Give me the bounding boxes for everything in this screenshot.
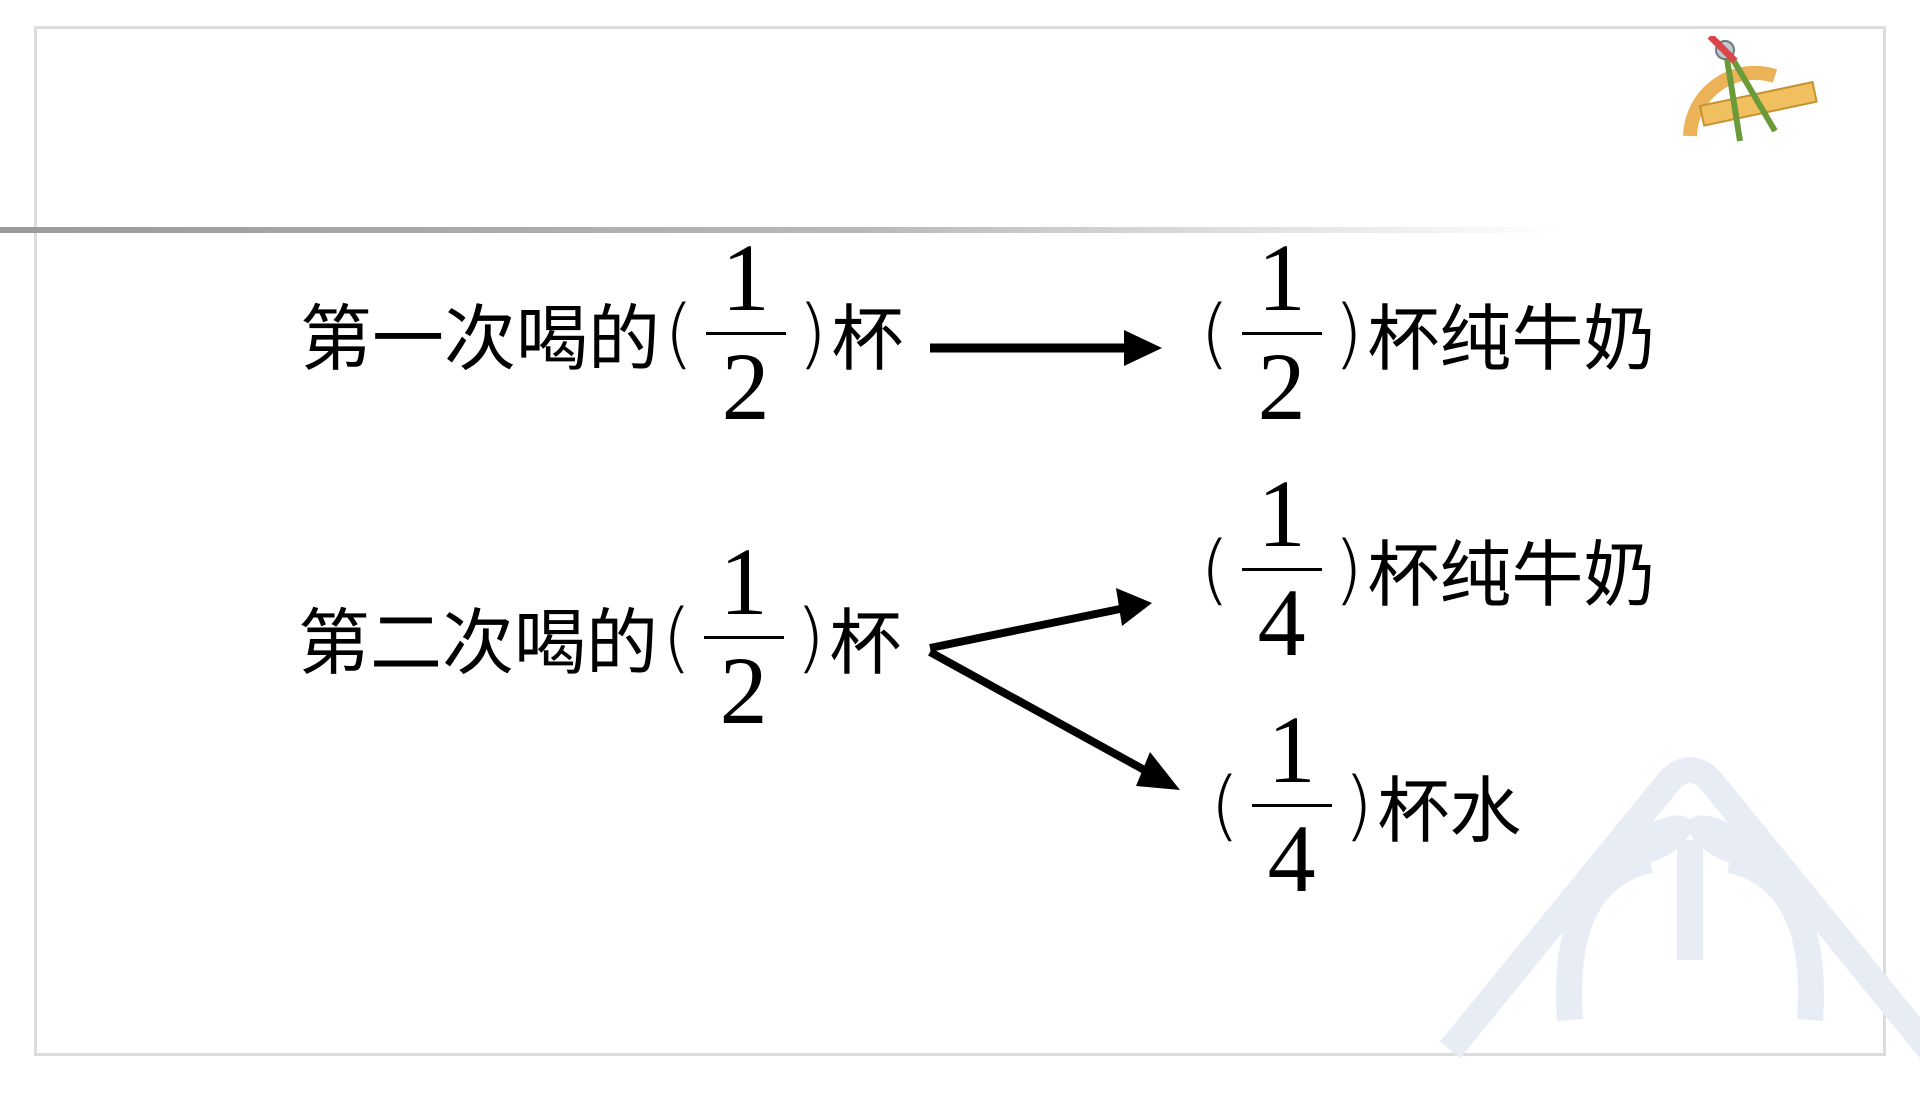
fraction-bar bbox=[1241, 332, 1322, 335]
open-paren: ( bbox=[1210, 760, 1240, 849]
fraction-bar bbox=[705, 332, 786, 335]
fraction: 1 2 bbox=[698, 528, 790, 744]
row2-right-upper-after: 杯纯牛奶 bbox=[1367, 533, 1656, 617]
close-paren: ) bbox=[1333, 288, 1364, 377]
fraction-denominator: 2 bbox=[719, 637, 768, 744]
fraction-numerator: 1 bbox=[1257, 224, 1306, 331]
header-divider bbox=[0, 227, 1560, 233]
open-paren: ( bbox=[1200, 524, 1230, 613]
row1-right-phrase: ( 1 2 ) 杯纯牛奶 bbox=[1196, 224, 1656, 440]
fraction: 1 2 bbox=[700, 224, 792, 440]
open-paren: ( bbox=[662, 592, 692, 681]
row1-right-after: 杯纯牛奶 bbox=[1367, 297, 1656, 381]
close-paren: ) bbox=[1343, 760, 1374, 849]
row2-right-lower-after: 杯水 bbox=[1377, 769, 1522, 853]
row2-right-upper-phrase: ( 1 4 ) 杯纯牛奶 bbox=[1196, 460, 1656, 676]
close-paren: ) bbox=[797, 288, 828, 377]
fraction-denominator: 2 bbox=[1257, 333, 1306, 440]
publisher-watermark-icon bbox=[1439, 757, 1920, 1059]
arrow-row2-upper bbox=[929, 588, 1152, 652]
arrow-row2-lower bbox=[928, 648, 1180, 790]
row2-left-phrase: 第二次喝的 ( 1 2 ) 杯 bbox=[298, 528, 902, 744]
fraction-numerator: 1 bbox=[1257, 460, 1306, 567]
row1-left-phrase: 第一次喝的 ( 1 2 ) 杯 bbox=[300, 224, 904, 440]
row2-left-before: 第二次喝的 bbox=[298, 601, 659, 685]
fraction: 1 4 bbox=[1236, 460, 1328, 676]
fraction-numerator: 1 bbox=[1267, 696, 1316, 803]
fraction-denominator: 4 bbox=[1257, 569, 1306, 676]
row2-right-lower-phrase: ( 1 4 ) 杯水 bbox=[1206, 696, 1522, 912]
close-paren: ) bbox=[795, 592, 826, 681]
fraction: 1 4 bbox=[1246, 696, 1338, 912]
geometry-tools-icon bbox=[1683, 36, 1818, 142]
fraction-bar bbox=[1251, 804, 1332, 807]
fraction-denominator: 4 bbox=[1267, 805, 1316, 912]
row1-left-after: 杯 bbox=[831, 297, 904, 381]
row2-left-after: 杯 bbox=[829, 601, 902, 685]
open-paren: ( bbox=[1200, 288, 1230, 377]
fraction-numerator: 1 bbox=[721, 224, 770, 331]
fraction-denominator: 2 bbox=[721, 333, 770, 440]
slide-frame bbox=[34, 26, 1886, 1056]
row1-left-before: 第一次喝的 bbox=[300, 297, 661, 381]
arrow-row1 bbox=[930, 330, 1162, 366]
fraction-bar bbox=[1241, 568, 1322, 571]
fraction-bar bbox=[703, 636, 784, 639]
close-paren: ) bbox=[1333, 524, 1364, 613]
fraction: 1 2 bbox=[1236, 224, 1328, 440]
fraction-numerator: 1 bbox=[719, 528, 768, 635]
open-paren: ( bbox=[664, 288, 694, 377]
